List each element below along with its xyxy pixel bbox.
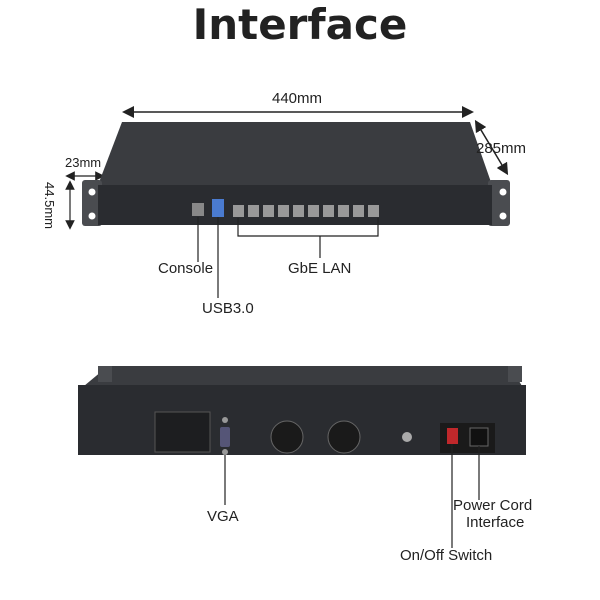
console-label: Console [158,260,214,277]
power-cord-label-2: Interface [466,514,525,531]
depth-label: 285mm [476,140,527,157]
front-callouts [197,217,379,298]
ear-label: 23mm [65,155,102,170]
page-title: Interface [192,0,408,49]
switch-label: On/Off Switch [400,547,493,564]
front-device [82,122,510,226]
back-device [78,366,526,455]
usb-label: USB3.0 [202,300,254,317]
width-label: 440mm [272,90,323,107]
vga-label: VGA [207,508,239,525]
gbe-lan-label: GbE LAN [288,260,352,277]
back-callouts [224,444,480,548]
power-cord-label-1: Power Cord [453,497,533,514]
depth-arrow [474,119,509,176]
height-label: 44.5mm [41,182,57,229]
